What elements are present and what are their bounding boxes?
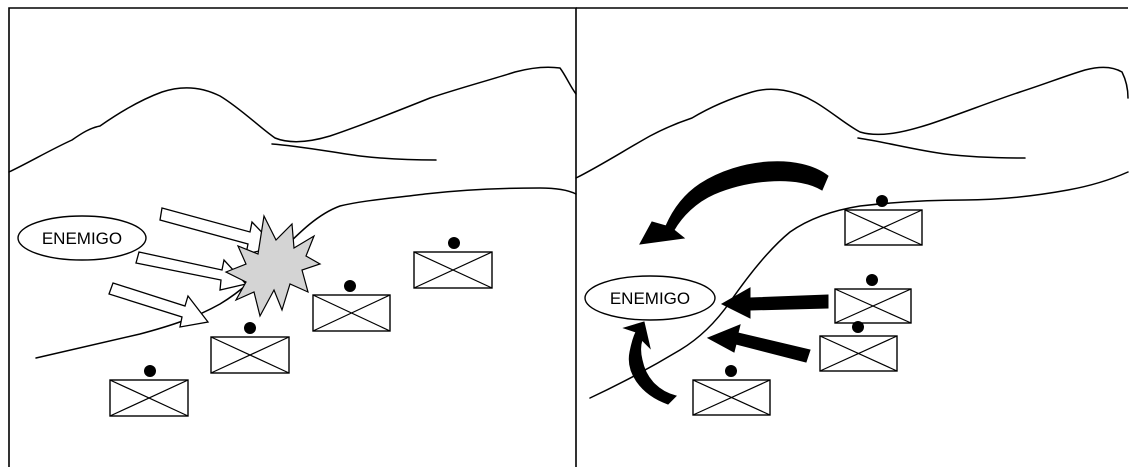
right-valley-line — [589, 171, 1129, 399]
unit-cross — [413, 251, 493, 289]
unit-cross — [819, 335, 898, 372]
left-enemy-marker: ENEMIGO — [17, 215, 147, 261]
curved-maneuver-arrow-bottom — [622, 321, 677, 405]
left-inner-ridge — [271, 143, 437, 161]
right-enemy-oval — [584, 275, 716, 321]
unit-dot — [244, 322, 256, 334]
counter-attack-arrow — [720, 287, 829, 319]
right-friendly-unit — [834, 274, 912, 324]
right-friendly-unit — [692, 365, 771, 416]
left-friendly-unit — [413, 237, 493, 289]
unit-dot — [448, 237, 460, 249]
unit-cross — [692, 379, 771, 416]
right-inner-ridge — [857, 137, 1026, 159]
left-valley-line — [35, 187, 577, 359]
unit-cross — [312, 294, 391, 332]
right-friendly-unit — [819, 321, 898, 372]
unit-cross — [834, 288, 912, 324]
left-attack-arrow — [108, 282, 210, 328]
counter-attack-arrow — [706, 324, 811, 363]
left-mountain-ridge — [8, 66, 577, 173]
unit-dot — [344, 280, 356, 292]
left-enemy-label: ENEMIGO — [42, 229, 122, 248]
unit-dot — [876, 195, 888, 207]
right-panel: ENEMIGO — [575, 7, 1129, 416]
right-mountain-ridge — [575, 66, 1129, 179]
unit-dot — [144, 365, 156, 377]
right-enemy-marker: ENEMIGO — [584, 275, 716, 321]
right-enemy-label: ENEMIGO — [610, 289, 690, 308]
unit-dot — [725, 365, 737, 377]
unit-cross — [109, 379, 189, 417]
left-panel-border — [8, 7, 577, 467]
impact-explosion — [224, 214, 322, 318]
curved-maneuver-arrow-top — [639, 161, 829, 245]
unit-dot — [852, 321, 864, 333]
unit-cross — [844, 209, 923, 246]
left-friendly-unit — [312, 280, 391, 332]
left-enemy-oval — [17, 215, 147, 261]
right-friendly-unit — [844, 195, 923, 246]
left-friendly-unit — [210, 322, 290, 374]
left-attack-arrow — [135, 251, 248, 291]
unit-dot — [866, 274, 878, 286]
left-friendly-unit — [109, 365, 189, 417]
unit-cross — [210, 336, 290, 374]
left-panel: ENEMIGO — [8, 7, 577, 467]
